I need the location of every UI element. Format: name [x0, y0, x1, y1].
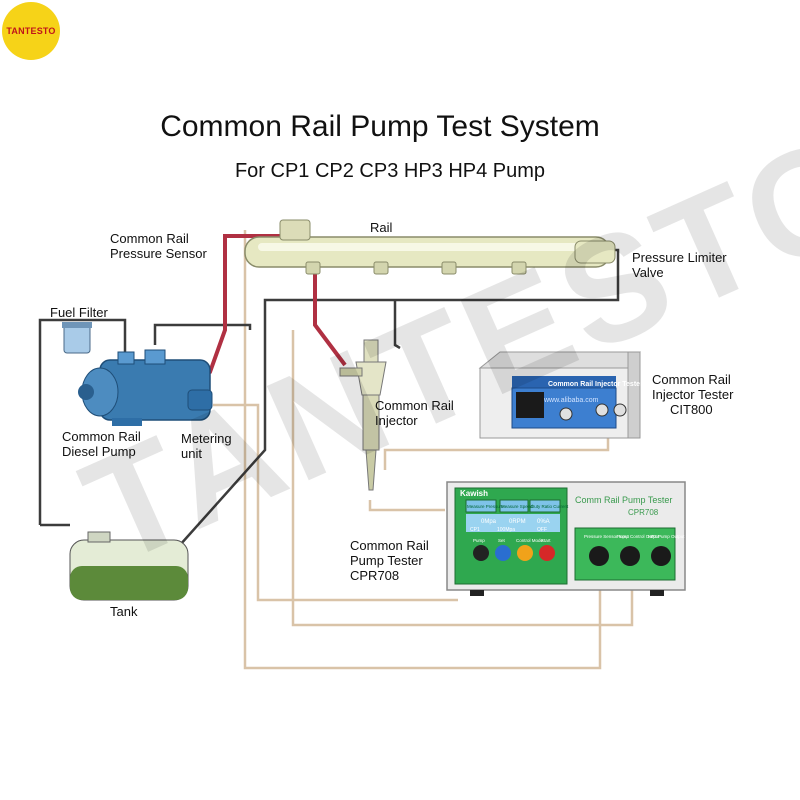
cpr708-readout-2: 0RPM	[509, 519, 526, 525]
cpr708-knob-2: Set	[498, 538, 506, 543]
diagram-subtitle: For CP1 CP2 CP3 HP3 HP4 Pump	[234, 160, 546, 182]
pump-tester-label: Common Rail Pump Tester CPR708	[350, 538, 429, 583]
cpr708-unit: Kawish Comm Rail Pump Tester CPR708 Meas…	[446, 481, 686, 596]
cpr708-port-2: Pump Control Output	[617, 534, 660, 539]
metering-unit-label-line1: Metering	[181, 431, 232, 446]
cpr708-readout2-1: CP1	[470, 527, 480, 533]
diagram-title: Common Rail Pump Test System	[160, 110, 600, 143]
pressure-limiter-label-line2: Valve	[632, 265, 664, 280]
pressure-sensor-label: Common Rail Pressure Sensor	[110, 231, 207, 261]
diesel-pump-label-line1: Common Rail	[62, 429, 141, 444]
cpr708-port-3: HP3 Pump Output	[648, 534, 685, 539]
diesel-pump	[78, 349, 213, 426]
fuel-lines	[38, 248, 620, 546]
common-rail	[244, 219, 616, 275]
injector-label-line1: Common Rail	[375, 398, 454, 413]
injector-tester-label: Common Rail Injector Tester CIT800	[652, 372, 733, 417]
cit800-brand-url: www.alibaba.com	[543, 397, 599, 404]
diesel-pump-label: Common Rail Diesel Pump	[62, 429, 141, 459]
metering-unit-label-line2: unit	[181, 446, 202, 461]
pressure-limiter-label-line1: Pressure Limiter	[632, 250, 727, 265]
pressure-limiter-label: Pressure Limiter Valve	[632, 250, 727, 280]
cpr708-knob-3: Control Mode	[516, 538, 544, 543]
pressure-sensor-label-line1: Common Rail	[110, 231, 189, 246]
cpr708-readout2-2: 100Mpa	[497, 527, 515, 533]
tank-label: Tank	[110, 604, 138, 619]
cpr708-port-1: Pressure Sensor Input	[584, 534, 630, 539]
brand-logo	[2, 2, 60, 60]
cpr708-readout2-3: OFF	[537, 527, 547, 533]
injector-tester-label-line1: Common Rail	[652, 372, 731, 387]
cpr708-title: Comm Rail Pump Tester	[575, 495, 672, 505]
signal-wires	[213, 230, 634, 670]
fuel-tank	[69, 531, 189, 601]
diesel-pump-label-line2: Diesel Pump	[62, 444, 136, 459]
cpr708-knob-1: Pump	[473, 538, 485, 543]
metering-unit-label: Metering unit	[181, 431, 232, 461]
pump-tester-label-line1: Common Rail	[350, 538, 429, 553]
cpr708-mode-3: Duty Ratio Current	[531, 504, 569, 509]
rail-label: Rail	[370, 220, 393, 235]
cpr708-mode-1: Measure Pressure	[467, 504, 504, 509]
cpr708-model: CPR708	[628, 508, 659, 517]
pump-tester-label-line2: Pump Tester	[350, 553, 423, 568]
fuel-filter	[62, 322, 92, 354]
pressure-sensor-label-line2: Pressure Sensor	[110, 246, 207, 261]
cpr708-brand: Kawish	[460, 489, 488, 498]
injector-label: Common Rail Injector	[375, 398, 454, 428]
pump-tester-label-line3: CPR708	[350, 568, 400, 583]
fuel-filter-label: Fuel Filter	[50, 305, 108, 320]
injector	[339, 339, 387, 491]
injector-tester-label-line3: CIT800	[670, 402, 713, 417]
cpr708-readout-3: 0%A	[537, 519, 550, 525]
cit800-panel-title: Common Rail Injector Tester	[548, 381, 643, 388]
cpr708-knob-4: Start	[541, 538, 551, 543]
injector-tester-label-line2: Injector Tester	[652, 387, 734, 402]
cpr708-mode-2: Measure Speed	[501, 504, 533, 509]
injector-label-line2: Injector	[375, 413, 418, 428]
cit800-unit: Common Rail Injector Tester www.alibaba.…	[478, 351, 643, 439]
brand-logo-text: TANTESTO	[6, 26, 56, 36]
cpr708-readout-1: 0Mpa	[481, 519, 497, 525]
